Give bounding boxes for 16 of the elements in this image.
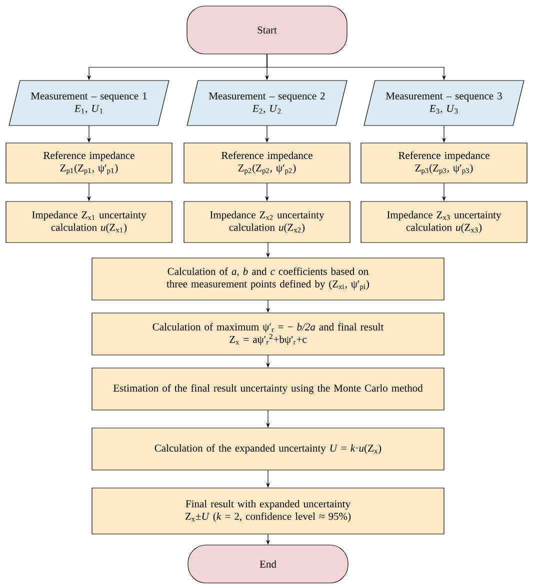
process-box: Final result with expanded uncertainty Z$_{x}$±U (k = 2, confidence level ≈ 95%) — [92, 488, 444, 534]
process-box: Reference impedance Z$_{p2}$(Z$_{p2}$, ψ′$_{p2}$) — [184, 142, 350, 184]
process-box: Impedance Z$_{x3}$ uncertainty calculation u(Z$_{x3}$) — [360, 201, 528, 243]
process-box: Impedance Z$_{x1}$ uncertainty calculation u(Z$_{x1}$) — [6, 201, 172, 243]
process-box: Calculation of maximum ψ′$_{r}$ = − b/2a and final result Z$_{x}$ = aψ′$_{r}$$^{2}$+bψ′$_{r}$+c — [92, 312, 444, 356]
process-box: Reference impedance Z$_{p1}$(Z$_{p1}$, ψ′$_{p1}$) — [6, 142, 172, 184]
process-box: Impedance Z$_{x2}$ uncertainty calculation u(Z$_{x2}$) — [184, 201, 350, 243]
process-box: Estimation of the final result uncertainty using the Monte Carlo method — [92, 368, 444, 410]
terminal-box: Start — [186, 6, 348, 54]
input-parallelogram: Measurement – sequence 2 E$_{2}$, U$_{2}$ — [186, 80, 348, 126]
input-parallelogram: Measurement – sequence 1 E$_{1}$, U$_{1}$ — [8, 80, 170, 126]
process-box: Reference impedance Z$_{p3}$(Z$_{p3}$, ψ′$_{p3}$) — [360, 142, 528, 184]
process-box: Calculation of the expanded uncertainty U = k·u(Z$_{x}$) — [92, 428, 444, 470]
process-box: Calculation of a, b and c coefficients based on three measurement points defined by (Z$_{xi}$, ψ′$_{pi}$) — [92, 258, 444, 300]
terminal-box: End — [188, 544, 348, 584]
input-parallelogram: Measurement – sequence 3 E$_{3}$, U$_{3}$ — [364, 80, 524, 126]
